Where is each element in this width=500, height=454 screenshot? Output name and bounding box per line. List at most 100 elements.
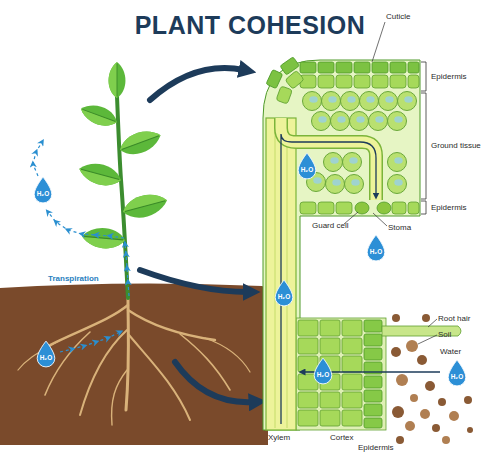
part-label: Cuticle (386, 12, 410, 22)
drop-text: H₂O (33, 354, 59, 362)
soil-block (0, 283, 268, 445)
soil-particles (405, 421, 415, 431)
cuticle-cells (354, 62, 370, 73)
cortex-cells (342, 392, 362, 408)
flow-path-arrows (281, 134, 376, 424)
part-label: Xylem (268, 433, 290, 443)
water-drop: H₂O (273, 279, 295, 307)
water-drop: H₂O (35, 340, 57, 368)
cortex-cells (298, 338, 318, 354)
cortex-cells (342, 320, 362, 336)
ground-tissue-cells (379, 92, 398, 111)
plant-stem (117, 96, 128, 298)
ground-tissue-cells (331, 112, 350, 131)
soil-particles (464, 396, 472, 404)
water-flow-arrows (33, 142, 42, 176)
cortex-cells (298, 356, 318, 372)
plant-roots (50, 305, 128, 345)
zoom-arrows (175, 362, 254, 402)
layer-label: Epidermis (431, 72, 467, 82)
part-label: Stoma (388, 223, 411, 233)
soil-particles (420, 409, 430, 419)
water-flow-arrows (48, 212, 124, 238)
ground-tissue-cells (322, 92, 341, 111)
plant-leaves (78, 100, 120, 130)
part-label: Root hair (438, 314, 470, 324)
plant-leaves (117, 126, 165, 160)
epidermis-cells (318, 75, 334, 88)
leaf-cross-section (263, 57, 420, 430)
soil-particles (410, 394, 418, 402)
part-label: Soil (438, 330, 451, 340)
root-epidermis-cells (364, 334, 382, 346)
epidermis-cells (372, 75, 388, 88)
cortex-cells (320, 338, 340, 354)
soil-area (0, 283, 268, 445)
cortex-cells (298, 320, 318, 336)
cortex-cells (342, 338, 362, 354)
plant-roots (128, 310, 215, 340)
guard-cells (355, 202, 391, 214)
water-drop: H₂O (365, 234, 387, 262)
epidermis-cells (336, 202, 352, 214)
soil-particles (392, 314, 400, 322)
cortex-cells (342, 410, 362, 426)
soil-particles (392, 406, 404, 418)
ground-tissue-cells (350, 112, 369, 131)
ground-tissue-cells (345, 175, 364, 194)
plant-roots (18, 298, 250, 425)
part-label: Cortex (330, 433, 354, 443)
root-epidermis-cells (364, 320, 382, 428)
epidermis-cells (276, 86, 292, 104)
leaf-cross-section (263, 60, 420, 430)
plant-roots (205, 338, 250, 372)
water-drop: H₂O (32, 176, 54, 204)
drop-text: H₂O (444, 373, 470, 381)
plant-roots (18, 340, 60, 370)
root-epidermis-cells (364, 418, 382, 428)
epidermis-cells (300, 202, 316, 214)
soil-particles (432, 424, 440, 432)
part-label: Epidermis (358, 443, 394, 453)
cortex-cells (320, 392, 340, 408)
cortex-cells (320, 410, 340, 426)
brackets (421, 62, 426, 214)
ground-tissue-cells (388, 175, 407, 194)
cuticle-cells (336, 62, 352, 73)
plant-leaves (77, 62, 170, 250)
root-epidermis-cells (364, 376, 382, 388)
layer-label: Epidermis (431, 203, 467, 213)
cuticle-cells (408, 62, 419, 73)
root-epidermis-cells (364, 320, 382, 332)
layer-label: Ground tissue (431, 141, 481, 151)
part-label: Water (440, 347, 461, 357)
ground-tissue-cells (360, 92, 379, 111)
drop-text: H₂O (30, 190, 56, 198)
zoom-arrows (150, 68, 244, 100)
soil-particles (438, 398, 446, 406)
cuticle-cells (318, 62, 334, 73)
plant-roots (129, 335, 190, 420)
plant-roots (112, 370, 127, 425)
cortex-cells (298, 320, 362, 426)
ground-tissue-cells (369, 112, 388, 131)
soil-particles (391, 347, 401, 357)
ground-tissue-cells (312, 112, 331, 131)
water-drop: H₂O (296, 152, 318, 180)
drop-outline (367, 235, 385, 261)
cortex-cells (298, 392, 318, 408)
plant-stem (117, 96, 128, 298)
soil-particles (442, 436, 450, 444)
diagram-title: PLANT COHESION (0, 10, 500, 40)
ground-tissue-cells (388, 153, 407, 172)
leader-lines (373, 213, 387, 226)
epidermis-cells (354, 75, 370, 88)
soil-particles (422, 314, 430, 322)
xylem-vessel (281, 118, 376, 200)
root-cross-section (296, 318, 386, 430)
ground-tissue-cells (398, 92, 417, 111)
brackets (421, 93, 426, 199)
soil-particles (391, 314, 473, 444)
